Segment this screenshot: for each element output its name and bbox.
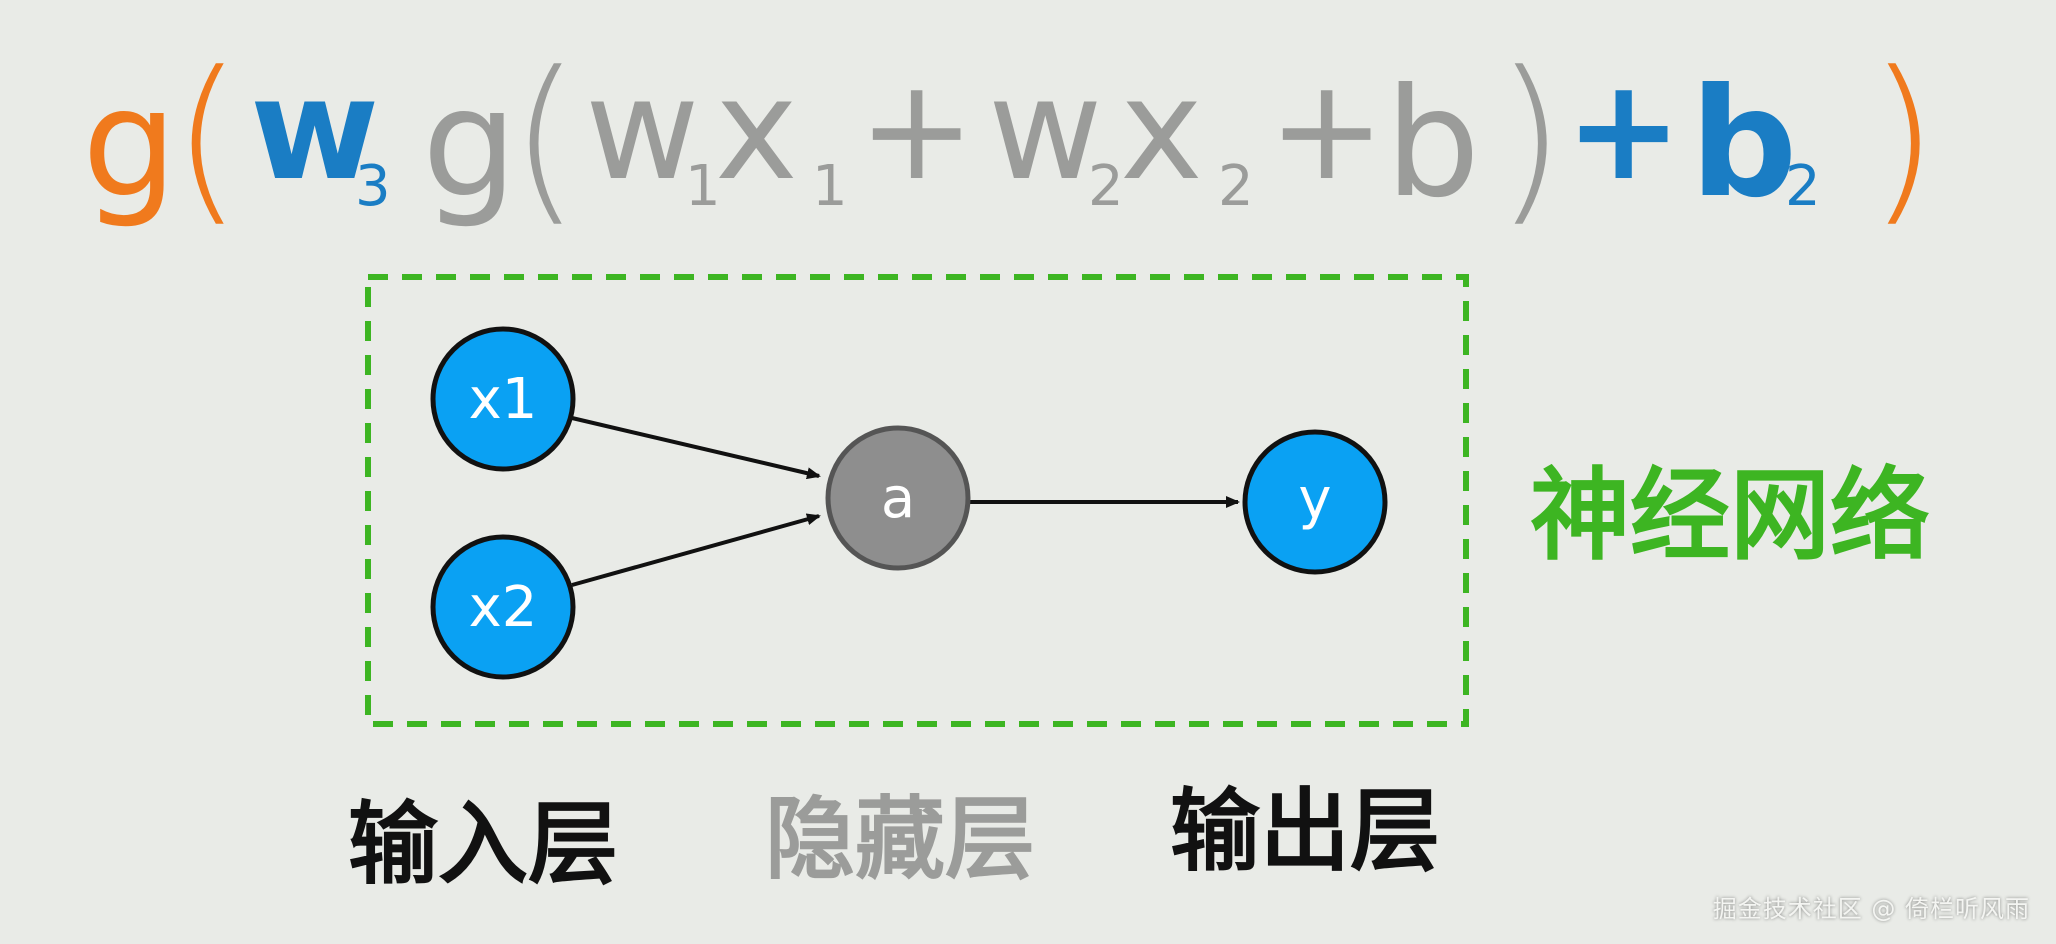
formula-w3-subscript: 3 xyxy=(355,154,391,219)
formula-inner-close-paren: ) xyxy=(1495,34,1565,243)
hidden-layer-label: 隐藏层 xyxy=(765,787,1035,892)
formula-w2-subscript: 2 xyxy=(1088,154,1124,219)
output-layer-label: 输出层 xyxy=(1170,779,1440,884)
watermark-text: 掘金技术社区 @ 倚栏听风雨 xyxy=(1712,895,2030,923)
formula-outer-close-paren: ) xyxy=(1868,34,1938,243)
node-x2: x2 xyxy=(430,534,576,680)
network-boundary-box xyxy=(365,274,1469,727)
formula-x2-subscript: 2 xyxy=(1218,154,1254,219)
formula-inner-g: g xyxy=(422,57,517,231)
formula-b2: b xyxy=(1690,57,1797,231)
formula-w3: w xyxy=(250,49,379,212)
formula-b: b xyxy=(1385,57,1480,231)
formula-x2: x xyxy=(1120,49,1203,212)
formula-w2: w xyxy=(988,49,1103,212)
node-y-label: y xyxy=(1298,467,1331,532)
node-x1: x1 xyxy=(430,326,576,472)
formula-plus-1: + xyxy=(858,49,975,212)
edge-x1-to-a xyxy=(571,416,821,480)
node-a-label: a xyxy=(881,466,915,531)
formula-w1-subscript: 1 xyxy=(685,154,721,219)
formula-outer-open-paren: ( xyxy=(172,34,242,243)
formula-x1-subscript: 1 xyxy=(812,154,848,219)
formula-outer-g: g xyxy=(82,57,177,231)
node-y: y xyxy=(1242,429,1388,575)
neural-network-label: 神经网络 xyxy=(1530,457,1930,574)
formula-plus-3: + xyxy=(1565,49,1682,212)
formula-inner-open-paren: ( xyxy=(510,34,580,243)
node-a: a xyxy=(825,425,971,571)
formula: g ( w 3 g ( w 1 x 1 + w 2 x 2 + b ) + b … xyxy=(82,34,1938,243)
formula-plus-2: + xyxy=(1268,49,1385,212)
formula-w1: w xyxy=(585,49,700,212)
formula-x1: x xyxy=(715,49,798,212)
formula-b2-subscript: 2 xyxy=(1785,154,1821,219)
input-layer-label: 输入层 xyxy=(348,792,618,897)
node-x2-label: x2 xyxy=(469,575,538,640)
edge-x2-to-a xyxy=(571,513,821,587)
node-x1-label: x1 xyxy=(469,367,538,432)
